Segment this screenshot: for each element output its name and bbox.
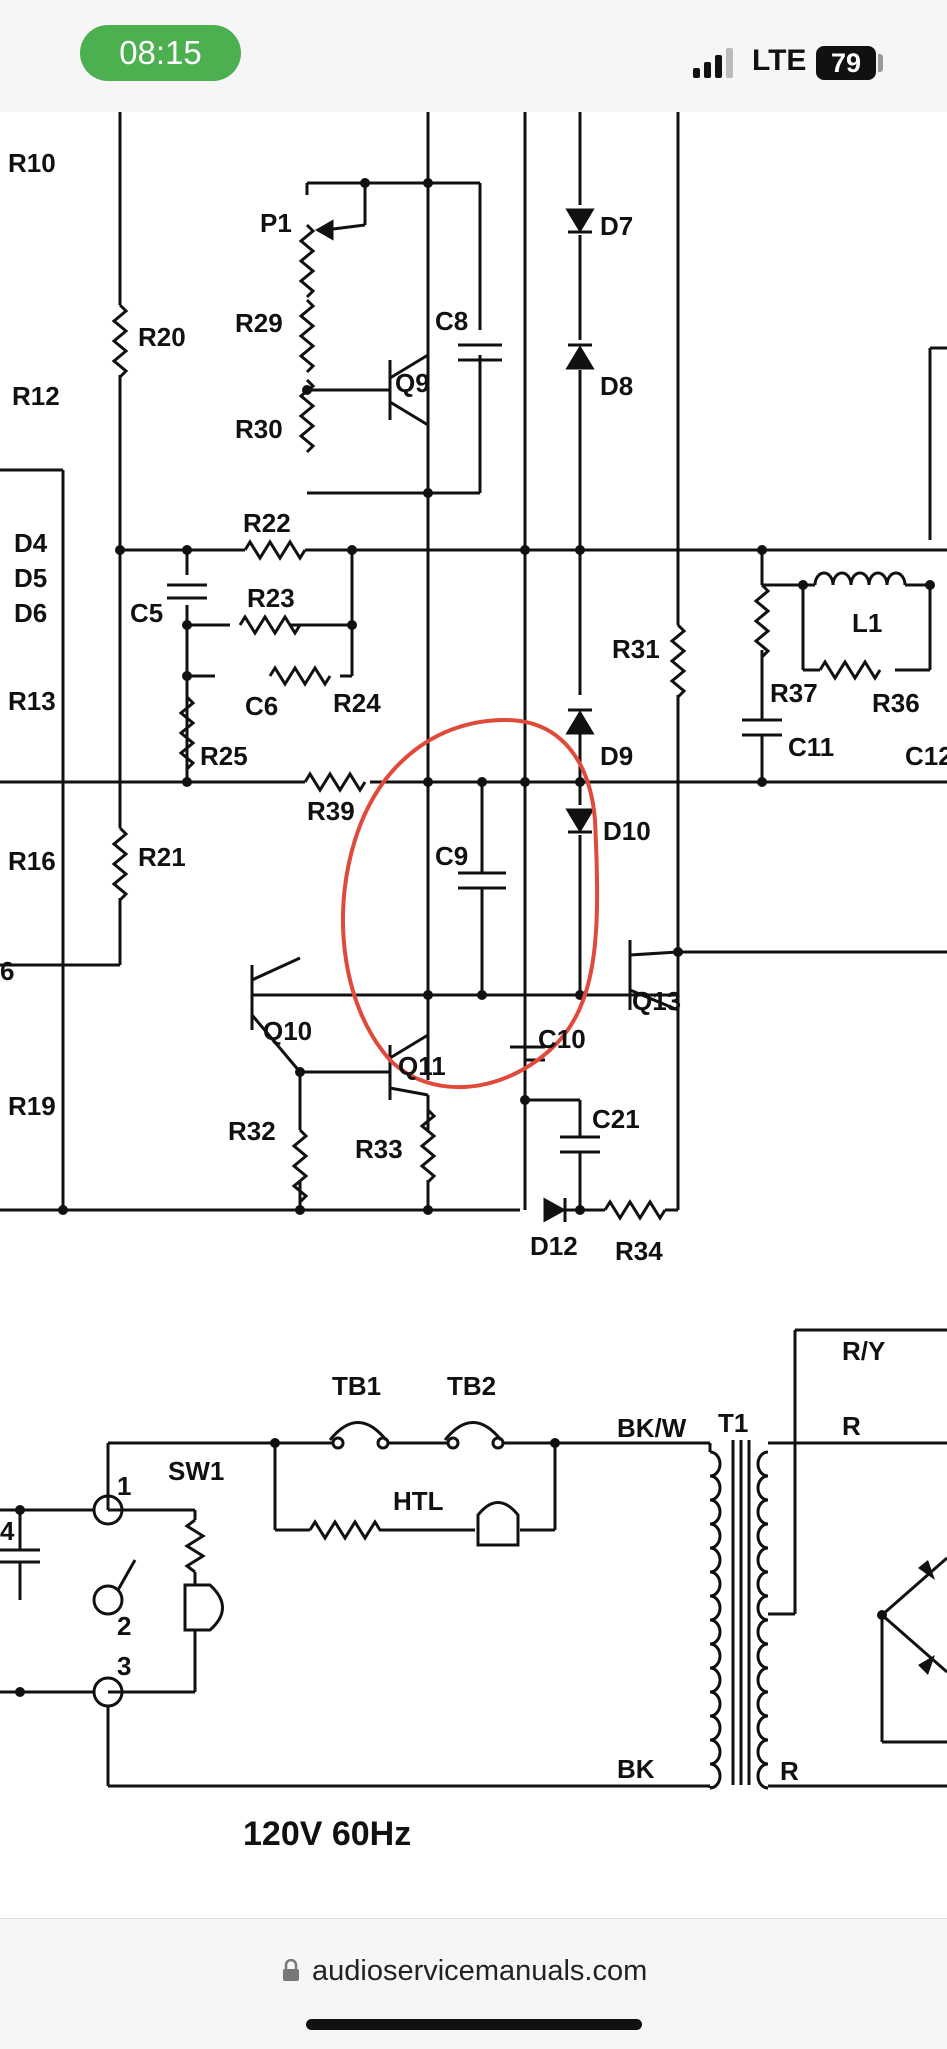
label-r25: R25: [200, 741, 248, 771]
label-c8: C8: [435, 306, 468, 336]
label-r32: R32: [228, 1116, 276, 1146]
label-ry: R/Y: [842, 1336, 885, 1366]
label-d6: D6: [14, 598, 47, 628]
label-c12: C12: [905, 741, 947, 771]
label-r36: R36: [872, 688, 920, 718]
label-mains: 120V 60Hz: [243, 1815, 411, 1853]
label-r31: R31: [612, 634, 660, 664]
label-r16: R16: [8, 846, 56, 876]
home-indicator[interactable]: [306, 2019, 642, 2030]
label-sw-pos2: 2: [117, 1611, 131, 1641]
schematic-diagram[interactable]: R10 R12 D4 D5 D6 R13 R16 6 R19 R20 R21 R…: [0, 112, 947, 1918]
label-t1: T1: [718, 1408, 748, 1438]
label-r13: R13: [8, 686, 56, 716]
label-r24: R24: [333, 688, 381, 718]
label-r19: R19: [8, 1091, 56, 1121]
label-d5: D5: [14, 563, 47, 593]
label-d7: D7: [600, 211, 633, 241]
label-r33: R33: [355, 1134, 403, 1164]
network-type: LTE: [752, 44, 807, 77]
label-c4: 4: [0, 1516, 15, 1546]
label-r23: R23: [247, 583, 295, 613]
label-sw-pos3: 3: [117, 1651, 131, 1681]
label-q6: 6: [0, 956, 14, 986]
label-l1: L1: [852, 608, 882, 638]
label-p1: P1: [260, 208, 292, 238]
label-c9: C9: [435, 841, 468, 871]
label-bkw: BK/W: [617, 1413, 687, 1443]
label-r29: R29: [235, 308, 283, 338]
label-d9: D9: [600, 741, 633, 771]
label-c5: C5: [130, 598, 163, 628]
label-r20: R20: [138, 322, 186, 352]
battery-tip: [878, 54, 883, 72]
label-c11: C11: [788, 732, 834, 762]
label-r-top: R: [842, 1411, 861, 1441]
signal-strength-icon: [693, 46, 741, 78]
label-c10: C10: [538, 1024, 586, 1054]
label-sw1: SW1: [168, 1456, 224, 1486]
label-d12: D12: [530, 1231, 578, 1261]
label-d8: D8: [600, 371, 633, 401]
battery-icon: 79: [816, 46, 876, 80]
label-tb2: TB2: [447, 1371, 496, 1401]
lock-icon: [283, 1959, 299, 1981]
label-htl: HTL: [393, 1486, 444, 1516]
url-text[interactable]: audioservicemanuals.com: [312, 1955, 648, 1987]
label-q11: Q11: [398, 1051, 446, 1081]
label-q9: Q9: [395, 368, 430, 398]
label-bk: BK: [617, 1754, 655, 1784]
label-r21: R21: [138, 842, 186, 872]
label-q13: Q13: [632, 986, 681, 1016]
label-c6: C6: [245, 691, 278, 721]
label-r-bottom: R: [780, 1756, 799, 1786]
browser-address-bar[interactable]: audioservicemanuals.com: [0, 1918, 947, 2049]
label-r22: R22: [243, 508, 291, 538]
label-sw-pos1: 1: [117, 1471, 131, 1501]
label-r34: R34: [615, 1236, 663, 1266]
label-r12: R12: [12, 381, 60, 411]
label-r37: R37: [770, 678, 818, 708]
label-c21: C21: [592, 1104, 640, 1134]
label-r39: R39: [307, 796, 355, 826]
label-r10: R10: [8, 148, 56, 178]
label-d4: D4: [14, 528, 48, 558]
label-q10: Q10: [263, 1016, 312, 1046]
label-d10: D10: [603, 816, 651, 846]
time-display: 08:15: [80, 25, 241, 81]
label-tb1: TB1: [332, 1371, 381, 1401]
label-r30: R30: [235, 414, 283, 444]
status-bar: 08:15 LTE 79: [0, 0, 947, 112]
